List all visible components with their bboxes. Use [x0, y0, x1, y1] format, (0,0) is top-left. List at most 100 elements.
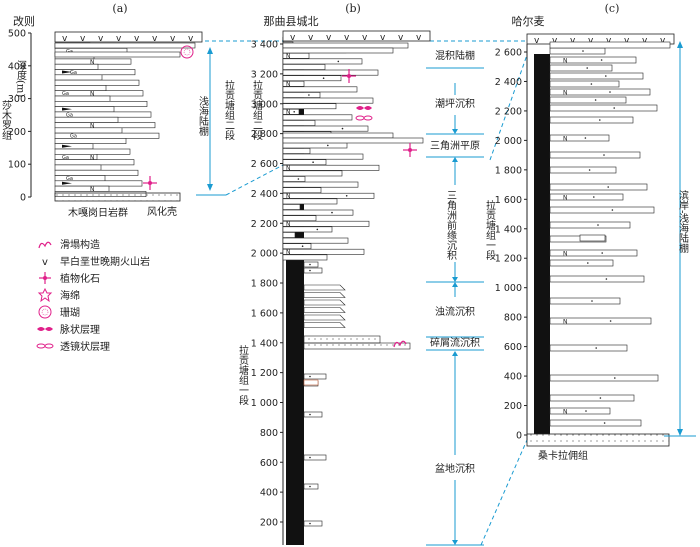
turbidite-bed: [303, 322, 346, 328]
n-mark: N: [563, 318, 568, 325]
bed: [54, 101, 148, 107]
tick-label: 200: [260, 518, 278, 529]
tick-label: 3 200: [251, 69, 278, 80]
panel-b-member2: 拉贡塘组二段: [251, 79, 263, 141]
n-mark: N: [90, 91, 95, 98]
facies-b-5: 碎屑流沉积: [430, 336, 480, 349]
n-mark: N: [563, 89, 568, 96]
volcanic-mark: v: [534, 36, 540, 46]
n-mark: N: [90, 59, 95, 66]
bed: [282, 64, 326, 70]
volcanic-mark: v: [188, 34, 194, 44]
bed: [303, 261, 319, 268]
legend-label: 滑塌构造: [60, 238, 100, 251]
tick-label: 1 600: [251, 308, 278, 319]
bed: [303, 373, 327, 380]
panel-a-base-formation: 木嘎岗日岩群: [68, 206, 128, 219]
bed: [549, 407, 611, 415]
bed: [282, 120, 316, 126]
legend-label: 早白垩世晚期火山岩: [60, 255, 150, 268]
panel-a-member: 拉贡塘组二段: [223, 79, 235, 141]
bed: [549, 151, 641, 159]
cross-bed-mark: [62, 181, 72, 185]
volcanic-mark: v: [642, 36, 648, 46]
slump-icon: [393, 340, 407, 348]
panel-b-member1: 拉贡塘组一段: [237, 344, 249, 406]
n-mark: N: [563, 408, 568, 415]
volcanic-mark: v: [570, 36, 576, 46]
panel-c-name: 哈尔麦: [512, 15, 545, 28]
volcanic-mark: v: [62, 34, 68, 44]
volcanic-mark: v: [362, 33, 368, 43]
facies-b-0: 混积陆棚: [435, 49, 475, 62]
volcanic-mark: v: [380, 33, 386, 43]
bed: [54, 122, 156, 129]
bed: [54, 169, 139, 176]
bed: [549, 317, 652, 325]
panel-c-facies: 滨岸-浅海陆棚: [677, 189, 689, 254]
panel-b-volcanic-layer: [282, 30, 431, 42]
bed: [549, 221, 631, 229]
bed: [282, 69, 379, 76]
n-mark: N: [286, 165, 291, 172]
tick-label: 1 200: [251, 368, 278, 379]
n-mark: N: [286, 81, 291, 88]
bed: [549, 183, 648, 191]
turbidite-bed: [303, 299, 346, 306]
bed: [549, 374, 659, 382]
bed: [54, 138, 127, 144]
bed: [54, 79, 140, 86]
tick-label: 800: [260, 428, 278, 439]
tick-label: 200: [504, 401, 522, 412]
tick-label: 1 600: [495, 195, 522, 206]
bed: [54, 159, 135, 166]
facies-b-4: 浊流沉积: [435, 305, 475, 318]
panel-b-beds: NNNNNNNN: [282, 41, 424, 527]
bed: [303, 454, 327, 461]
panel-a-weathering: 风化壳: [147, 205, 177, 218]
n-mark: N: [563, 250, 568, 257]
n-mark: N: [286, 221, 291, 228]
panel-c-black-shale: [534, 54, 550, 434]
tick-label: 2 200: [495, 106, 522, 117]
n-mark: N: [90, 123, 95, 130]
plant-fossil-icon: [143, 176, 157, 190]
bed: [282, 103, 337, 110]
panel-a-beds: GaNGaGaNGaNGaGaNGaN: [54, 42, 196, 197]
bed: [549, 116, 634, 124]
bed: [282, 125, 369, 132]
ga-mark: Ga: [70, 70, 77, 76]
tick-label: 2 800: [251, 129, 278, 140]
volcanic-mark: v: [326, 33, 332, 43]
bed: [282, 181, 359, 188]
bed: [282, 80, 305, 87]
tick-label: 200: [8, 127, 26, 138]
bed: [282, 176, 306, 182]
vein-bedding-icon: [356, 106, 372, 110]
volcanic-mark: v: [134, 34, 140, 44]
connector-b-c-base: [480, 439, 528, 546]
legend-label: 透镜状层理: [60, 340, 110, 353]
bed: [282, 204, 301, 210]
turbidite-bed: [303, 307, 346, 313]
ga-mark: Ga: [62, 91, 69, 97]
tick-label: 0: [20, 193, 26, 204]
n-mark: N: [286, 53, 291, 60]
bed: [282, 86, 358, 93]
bed: [549, 64, 613, 72]
bed: [282, 159, 327, 166]
panel-b-name: 那曲县城北: [264, 15, 319, 28]
tick-label: 400: [260, 488, 278, 499]
bed: [54, 185, 110, 192]
tick-label: 1 800: [495, 165, 522, 176]
n-mark: N: [286, 193, 291, 200]
tick-label: 3 000: [251, 99, 278, 110]
turbidite-bed: [303, 314, 346, 321]
lenticular-bedding-icon: [36, 343, 54, 349]
tick-label: 2 400: [251, 189, 278, 200]
volcanic-mark: v: [606, 36, 612, 46]
n-mark: N: [90, 186, 95, 193]
lenticular-bedding-icon: [355, 115, 373, 121]
volcanic-mark: v: [98, 34, 104, 44]
